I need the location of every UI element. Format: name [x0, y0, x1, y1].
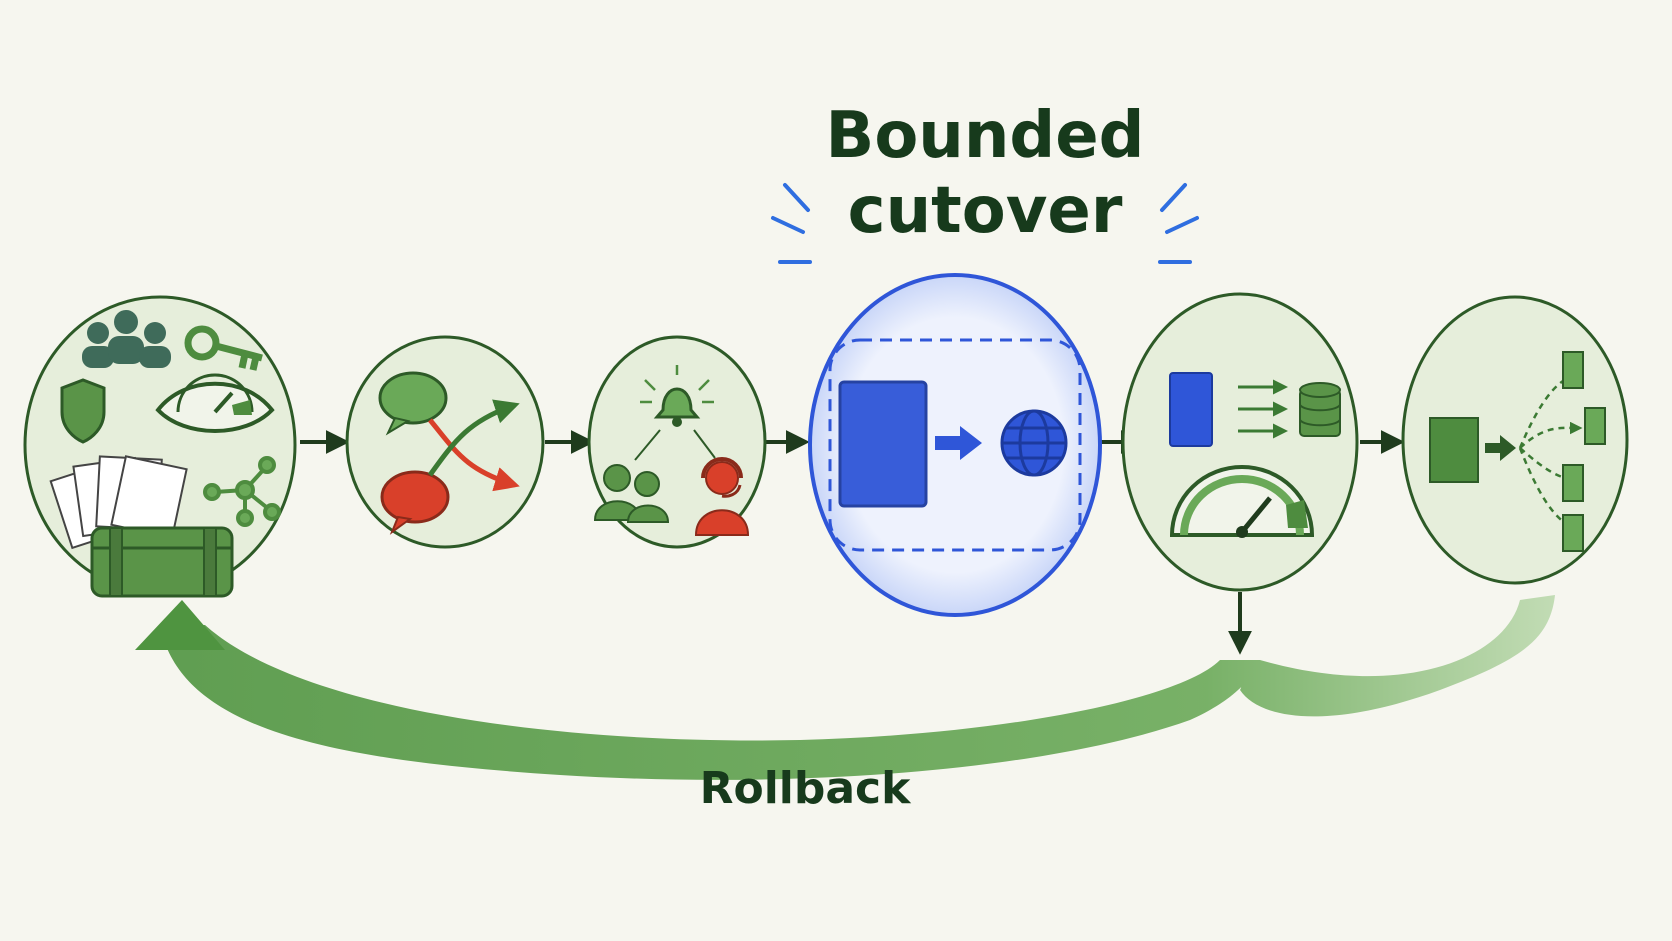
panel-icon	[1169, 372, 1213, 447]
key-icon	[184, 325, 263, 371]
target-modules-icon	[1562, 351, 1606, 552]
crossing-arrows-icon	[427, 399, 520, 492]
source-panel-icon	[838, 380, 928, 508]
stage-cutover	[808, 273, 1102, 617]
gauge-eye-icon	[155, 373, 275, 433]
arrow-right-icon	[935, 426, 982, 460]
stage-rollout	[1401, 295, 1629, 585]
globe-icon	[1000, 409, 1068, 477]
bell-icon	[640, 365, 714, 427]
stage-validation	[1121, 292, 1359, 592]
speech-bubble-red-icon	[380, 470, 450, 535]
team-icon	[82, 310, 171, 368]
speech-bubble-green-icon	[378, 371, 448, 436]
title-line-1: Bounded	[826, 99, 1145, 173]
rollback-arrow-head	[135, 600, 225, 650]
stage-communication	[345, 335, 545, 549]
network-icon	[203, 456, 281, 527]
title-line-2: cutover	[848, 174, 1123, 248]
stage-preparation	[23, 295, 297, 598]
users-icon	[593, 464, 670, 523]
rollback-label: Rollback	[700, 763, 913, 814]
module-icon	[1429, 417, 1479, 483]
title: Bounded cutover	[771, 99, 1199, 264]
module-arrow	[1485, 435, 1516, 461]
emphasis-marks	[771, 183, 1199, 264]
data-flow-arrows-icon	[1238, 379, 1288, 439]
notify-lines	[634, 429, 716, 461]
database-icon	[1299, 382, 1341, 437]
documents-icon	[49, 455, 188, 550]
rollback-loop: Rollback	[135, 592, 1555, 814]
stage-notification	[587, 335, 767, 549]
chest-icon	[90, 526, 234, 598]
support-agent-icon	[694, 457, 750, 536]
bounded-region	[828, 338, 1082, 552]
speedometer-icon	[1169, 465, 1315, 538]
shield-icon	[60, 378, 106, 444]
